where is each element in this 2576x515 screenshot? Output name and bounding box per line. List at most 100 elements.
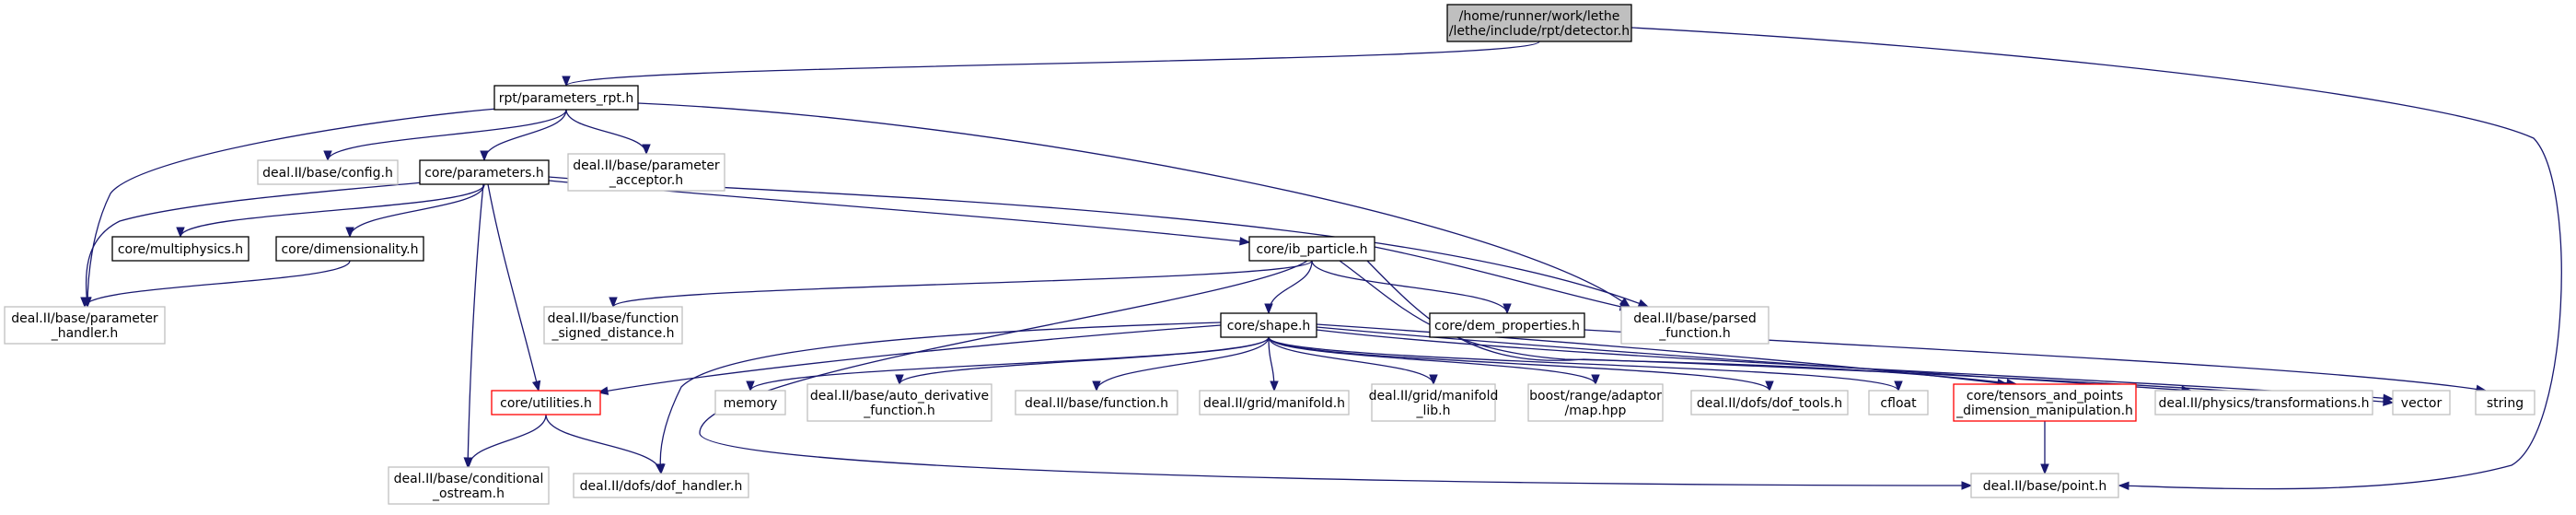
node-label: string (2487, 396, 2524, 411)
dependency-edge (487, 183, 541, 392)
node-label: deal.II/physics/transformations.h (2159, 396, 2370, 411)
node-label: deal.II/dofs/dof_tools.h (1697, 396, 1842, 411)
node-parameters-rpt[interactable]: rpt/parameters_rpt.h (493, 85, 639, 111)
node-boost-map: boost/range/adaptor/map.hpp (1527, 383, 1664, 422)
edge-arrowhead (1092, 380, 1101, 392)
edge-line (1630, 27, 2562, 490)
node-transformations: deal.II/physics/transformations.h (2154, 390, 2373, 416)
dependency-edge (1374, 246, 1631, 311)
edge-line (749, 336, 1270, 392)
node-tensors[interactable]: core/tensors_and_points_dimension_manipu… (1953, 383, 2137, 422)
edge-arrowhead (746, 380, 755, 392)
node-detector[interactable]: /home/runner/work/lethe/lethe/include/rp… (1446, 4, 1632, 42)
edge-line (1374, 246, 1630, 310)
node-parameter-acceptor: deal.II/base/parameter_acceptor.h (567, 153, 725, 192)
node-dof-handler: deal.II/dofs/dof_handler.h (573, 473, 749, 498)
dependency-edge (1630, 27, 2562, 491)
node-box (714, 390, 786, 416)
node-box (491, 390, 601, 416)
node-cfloat: cfloat (1868, 390, 1929, 416)
node-label: core/ib_particle.h (1257, 242, 1368, 257)
node-parsed-function: deal.II/base/parsed_function.h (1620, 306, 1770, 345)
dependency-edge (1311, 260, 1512, 315)
node-label: rpt/parameters_rpt.h (499, 91, 634, 106)
dependency-edge (699, 260, 1973, 490)
node-box (2475, 390, 2535, 416)
node-box (1970, 473, 2119, 498)
node-conditional-ostream: deal.II/base/conditional_ostream.h (388, 466, 550, 505)
node-point: deal.II/base/point.h (1970, 473, 2119, 498)
node-label: _ostream.h (432, 486, 505, 501)
node-box (1248, 236, 1375, 262)
edge-line (659, 322, 1222, 474)
node-function: deal.II/base/function.h (1015, 390, 1178, 416)
dependency-edge (746, 336, 1270, 392)
node-box (806, 383, 992, 422)
edge-line (483, 109, 567, 161)
edge-arrowhead (2040, 463, 2049, 475)
node-box (573, 473, 749, 498)
node-label: core/shape.h (1227, 319, 1311, 334)
node-label: /home/runner/work/lethe (1459, 9, 1620, 24)
node-box (1690, 390, 1849, 416)
edge-line (467, 183, 484, 468)
dependency-edge (562, 41, 1540, 88)
edge-line (349, 183, 485, 238)
edge-line (85, 181, 424, 308)
edge-line (612, 260, 1313, 308)
dependency-edge (345, 183, 485, 239)
dependency-edge (895, 336, 1270, 386)
edge-arrowhead (609, 297, 618, 309)
node-box (111, 236, 249, 262)
dependency-edge (1316, 329, 2395, 403)
edge-line (487, 183, 540, 392)
node-label: deal.II/base/conditional (394, 472, 544, 486)
node-dem-properties[interactable]: core/dem_properties.h (1429, 312, 1585, 338)
node-box (1371, 383, 1496, 422)
node-function-signed-distance: deal.II/base/function_signed_distance.h (543, 306, 683, 345)
dependency-edge (323, 109, 567, 162)
edge-arrowhead (1429, 374, 1438, 386)
dependency-edge (609, 260, 1313, 309)
node-core-parameters[interactable]: core/parameters.h (419, 159, 550, 185)
edge-arrowhead (323, 150, 332, 162)
node-dimensionality[interactable]: core/dimensionality.h (275, 236, 424, 262)
node-label: memory (724, 396, 778, 411)
dependency-edge (480, 109, 567, 162)
edge-arrowhead (2383, 393, 2395, 403)
dependency-edge (1092, 336, 1270, 392)
node-dof-tools: deal.II/dofs/dof_tools.h (1690, 390, 1849, 416)
node-label: _dimension_manipulation.h (1955, 404, 2133, 418)
node-label: /lethe/include/rpt/detector.h (1449, 24, 1630, 39)
edge-arrowhead (642, 144, 651, 156)
node-box (1446, 4, 1632, 42)
edge-arrowhead (1264, 303, 1273, 315)
node-label: deal.II/base/parameter (11, 311, 158, 326)
dependency-edge (1264, 260, 1313, 315)
node-ib-particle[interactable]: core/ib_particle.h (1248, 236, 1375, 262)
node-box (2154, 390, 2373, 416)
node-label: deal.II/grid/manifold.h (1203, 396, 1345, 411)
node-label: deal.II/base/config.h (262, 166, 393, 181)
edge-arrowhead (480, 150, 489, 162)
edge-arrowhead (1894, 380, 1903, 392)
node-utilities[interactable]: core/utilities.h (491, 390, 601, 416)
graph-nodes: /home/runner/work/lethe/lethe/include/rp… (4, 4, 2535, 505)
node-box (1527, 383, 1664, 422)
node-label: deal.II/base/point.h (1983, 479, 2107, 494)
dependency-edge (2040, 421, 2049, 475)
edge-arrowhead (176, 227, 185, 239)
node-label: core/multiphysics.h (118, 242, 243, 257)
node-box (1620, 306, 1770, 345)
dependency-edge (463, 183, 484, 469)
node-shape[interactable]: core/shape.h (1220, 312, 1317, 338)
node-label: core/tensors_and_points (1967, 389, 2123, 404)
edge-arrowhead (464, 457, 473, 469)
edge-arrowhead (1270, 380, 1279, 392)
node-box (4, 306, 166, 345)
dependency-edge (565, 109, 651, 156)
node-manifold-lib: deal.II/grid/manifold_lib.h (1369, 383, 1498, 422)
node-auto-derivative: deal.II/base/auto_derivative_function.h (806, 383, 992, 422)
node-multiphysics[interactable]: core/multiphysics.h (111, 236, 249, 262)
node-box (1868, 390, 1929, 416)
